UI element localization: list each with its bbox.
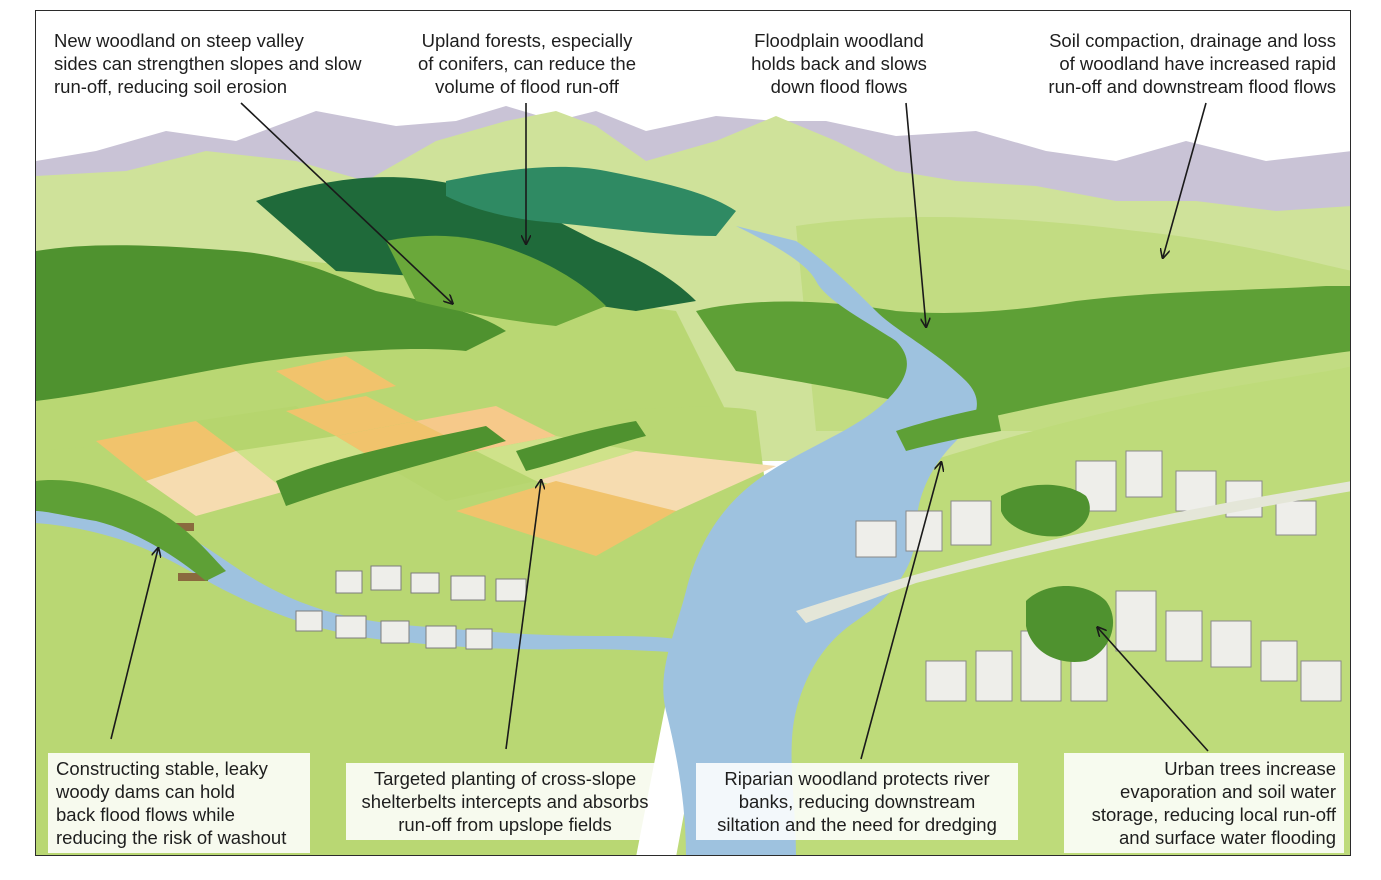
annotation-upland-forests: Upland forests, especially of conifers, … — [411, 29, 643, 98]
town-park-trees — [1001, 484, 1090, 537]
annotation-line: and surface water flooding — [1119, 827, 1336, 848]
field-10 — [536, 451, 776, 511]
annotation-floodplain: Floodplain woodland holds back and slows… — [731, 29, 947, 98]
field-1 — [96, 421, 236, 481]
annotation-line: of conifers, can reduce the — [417, 53, 637, 74]
riverbank-trees-left — [36, 480, 226, 581]
annotation-line: woody dams can hold — [56, 781, 235, 802]
annotation-line: run-off and downstream flood flows — [1048, 76, 1336, 97]
annotation-line: banks, reducing downstream — [738, 791, 976, 812]
annotation-line: reducing the risk of washout — [56, 827, 287, 848]
embankment-road — [796, 481, 1350, 623]
annotation-steep-valley: New woodland on steep valley sides can s… — [54, 29, 362, 98]
annotation-line: Urban trees increase — [1164, 758, 1336, 779]
annotation-urban-trees: Urban trees increase evaporation and soi… — [1064, 753, 1344, 853]
annotation-line: run-off from upslope fields — [398, 814, 612, 835]
annotation-line: Constructing stable, leaky — [56, 758, 268, 779]
annotation-riparian: Riparian woodland protects river banks, … — [696, 763, 1018, 840]
annotation-soil-compaction: Soil compaction, drainage and loss of wo… — [1048, 29, 1336, 98]
annotation-leaky-dams: Constructing stable, leaky woody dams ca… — [48, 753, 310, 853]
annotation-line: Upland forests, especially — [421, 30, 633, 51]
steep-valley-woodland — [36, 245, 506, 401]
annotation-line: Floodplain woodland — [754, 30, 924, 51]
shelterbelt-2 — [516, 421, 646, 471]
floodplain-woodland — [696, 286, 1350, 431]
annotation-shelterbelts: Targeted planting of cross-slope shelter… — [346, 763, 664, 840]
annotation-line: back flood flows while — [56, 804, 235, 825]
leaky-dam-2 — [178, 573, 208, 581]
field-3 — [236, 436, 386, 491]
annotation-line: New woodland on steep valley — [54, 30, 304, 51]
annotation-line: down flood flows — [770, 76, 908, 97]
annotation-line: siltation and the need for dredging — [717, 814, 997, 835]
illustration-frame: New woodland on steep valley sides can s… — [35, 10, 1351, 856]
annotation-line: Riparian woodland protects river — [724, 768, 990, 789]
annotation-line: evaporation and soil water — [1120, 781, 1336, 802]
urban-park-trees — [1026, 586, 1114, 662]
main-river — [663, 226, 977, 855]
field-12 — [276, 356, 396, 401]
shelterbelt-1 — [276, 426, 506, 506]
annotation-line: holds back and slows — [751, 53, 927, 74]
field-5 — [286, 396, 416, 436]
annotation-line: Soil compaction, drainage and loss — [1049, 30, 1336, 51]
annotation-line: storage, reducing local run-off — [1091, 804, 1336, 825]
annotation-line: Targeted planting of cross-slope — [373, 768, 637, 789]
annotation-line: shelterbelts intercepts and absorbs — [361, 791, 649, 812]
annotation-line: run-off, reducing soil erosion — [54, 76, 288, 97]
annotation-line: of woodland have increased rapid — [1059, 53, 1336, 74]
annotation-line: sides can strengthen slopes and slow — [54, 53, 362, 74]
annotation-line: volume of flood run-off — [435, 76, 619, 97]
riverbank-trees-right — [896, 406, 1001, 451]
field-4 — [146, 451, 286, 516]
landscape-illustration — [36, 106, 1350, 855]
conifer-plantation-teal — [446, 166, 736, 236]
